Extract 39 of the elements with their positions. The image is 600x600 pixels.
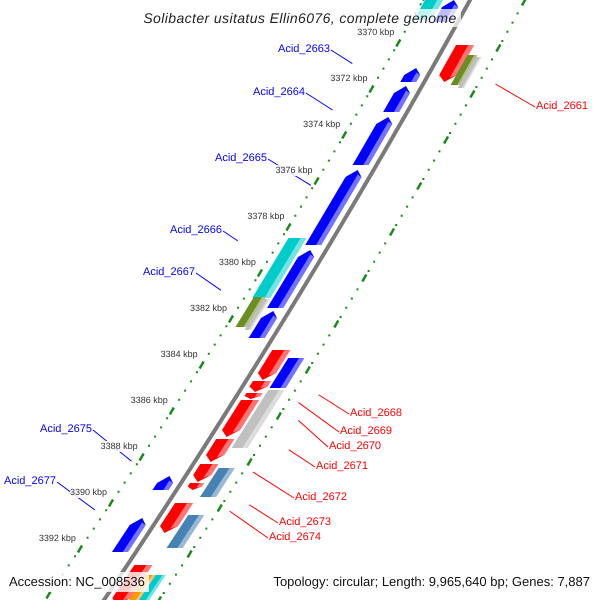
position-label: 3370 kbp [357,27,394,38]
gene-label: Acid_2661 [536,100,588,112]
position-label: 3386 kbp [130,395,168,406]
gene-label: Acid_2665 [215,152,267,164]
leader-line [248,504,278,524]
leader-line [196,272,222,291]
position-label: 3390 kbp [70,487,107,498]
position-label: 3382 kbp [190,303,227,314]
position-label: 3392 kbp [38,533,76,544]
position-label: 3378 kbp [247,211,284,222]
gene-label: Acid_2669 [340,424,392,438]
position-label: 3388 kbp [100,441,138,452]
gene-label: Acid_2667 [143,266,195,278]
leader-line [298,402,340,432]
gene-label: Acid_2677 [4,474,56,488]
leader-line [494,84,536,108]
gene-label: Acid_2668 [350,406,402,420]
position-label: 3380 kbp [218,257,256,268]
gene-label: Acid_2670 [329,440,381,452]
gene-label: Acid_2664 [253,86,305,98]
position-label: 3376 kbp [276,165,313,176]
leader-line [288,449,316,468]
leader-line [222,230,238,242]
position-label: 3372 kbp [330,73,368,84]
leader-line [330,50,353,64]
position-label: 3384 kbp [160,349,198,360]
gene-label: Acid_2673 [279,516,331,528]
gene-label: Acid_2672 [295,490,347,504]
gene-label: Acid_2675 [40,422,92,436]
leader-line [252,472,294,498]
gene-label: Acid_2666 [170,224,222,236]
gene-label: Acid_2674 [269,530,321,544]
leader-line [318,394,350,414]
position-label: 3374 kbp [303,119,340,130]
leader-line [229,510,268,538]
gene-label: Acid_2663 [278,42,330,56]
gene-label: Acid_2671 [316,460,368,472]
leader-line [306,92,334,110]
leader-line [298,420,328,448]
